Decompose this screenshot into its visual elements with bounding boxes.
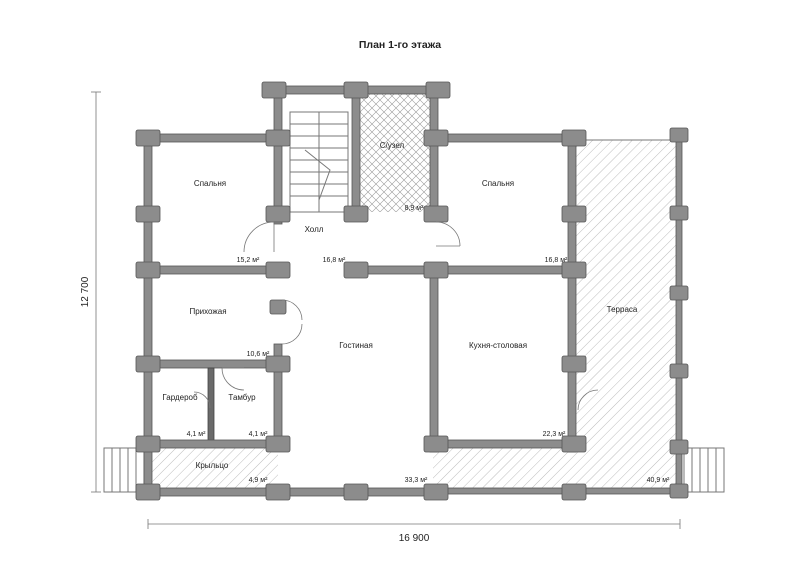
bathroom-hatch (360, 94, 430, 212)
width-dimension-label: 16 900 (399, 533, 430, 544)
room-area-porch: 4,9 м² (249, 477, 268, 484)
doors (193, 221, 599, 411)
height-dimension (91, 91, 101, 493)
room-name-entrance: Прихожая (189, 307, 226, 316)
room-area-kitchen: 22,3 м² (543, 431, 566, 438)
room-name-living: Гостиная (339, 341, 373, 350)
room-area-bathroom: 8,9 м² (405, 205, 424, 212)
room-area-hall: 16,8 м² (323, 257, 346, 264)
room-area-bedroom-right: 16,8 м² (545, 257, 568, 264)
wall-posts (135, 81, 689, 501)
room-area-bedroom-left: 15,2 м² (237, 257, 260, 264)
room-name-porch: Крыльцо (196, 461, 229, 470)
steps-right (683, 447, 725, 493)
height-dimension-label: 12 700 (80, 276, 91, 307)
terrace-area (433, 139, 679, 492)
porch-area (148, 448, 278, 492)
room-area-living: 33,3 м² (405, 477, 428, 484)
room-name-vestibule: Тамбур (228, 393, 256, 402)
width-dimension (147, 519, 681, 529)
room-area-entrance: 10,6 м² (247, 351, 270, 358)
room-name-bathroom: С/узел (380, 141, 405, 150)
room-name-bedroom-right: Спальня (482, 179, 514, 188)
room-name-kitchen: Кухня-столовая (469, 341, 527, 350)
room-area-wardrobe: 4,1 м² (187, 431, 206, 438)
room-name-bedroom-left: Спальня (194, 179, 226, 188)
staircase (289, 111, 349, 213)
room-name-wardrobe: Гардероб (162, 393, 198, 402)
room-area-vestibule: 4,1 м² (249, 431, 268, 438)
room-area-terrace: 40,9 м² (647, 477, 670, 484)
room-name-hall: Холл (305, 225, 324, 234)
plan-title: План 1-го этажа (359, 39, 441, 51)
room-name-terrace: Терраса (607, 305, 638, 314)
